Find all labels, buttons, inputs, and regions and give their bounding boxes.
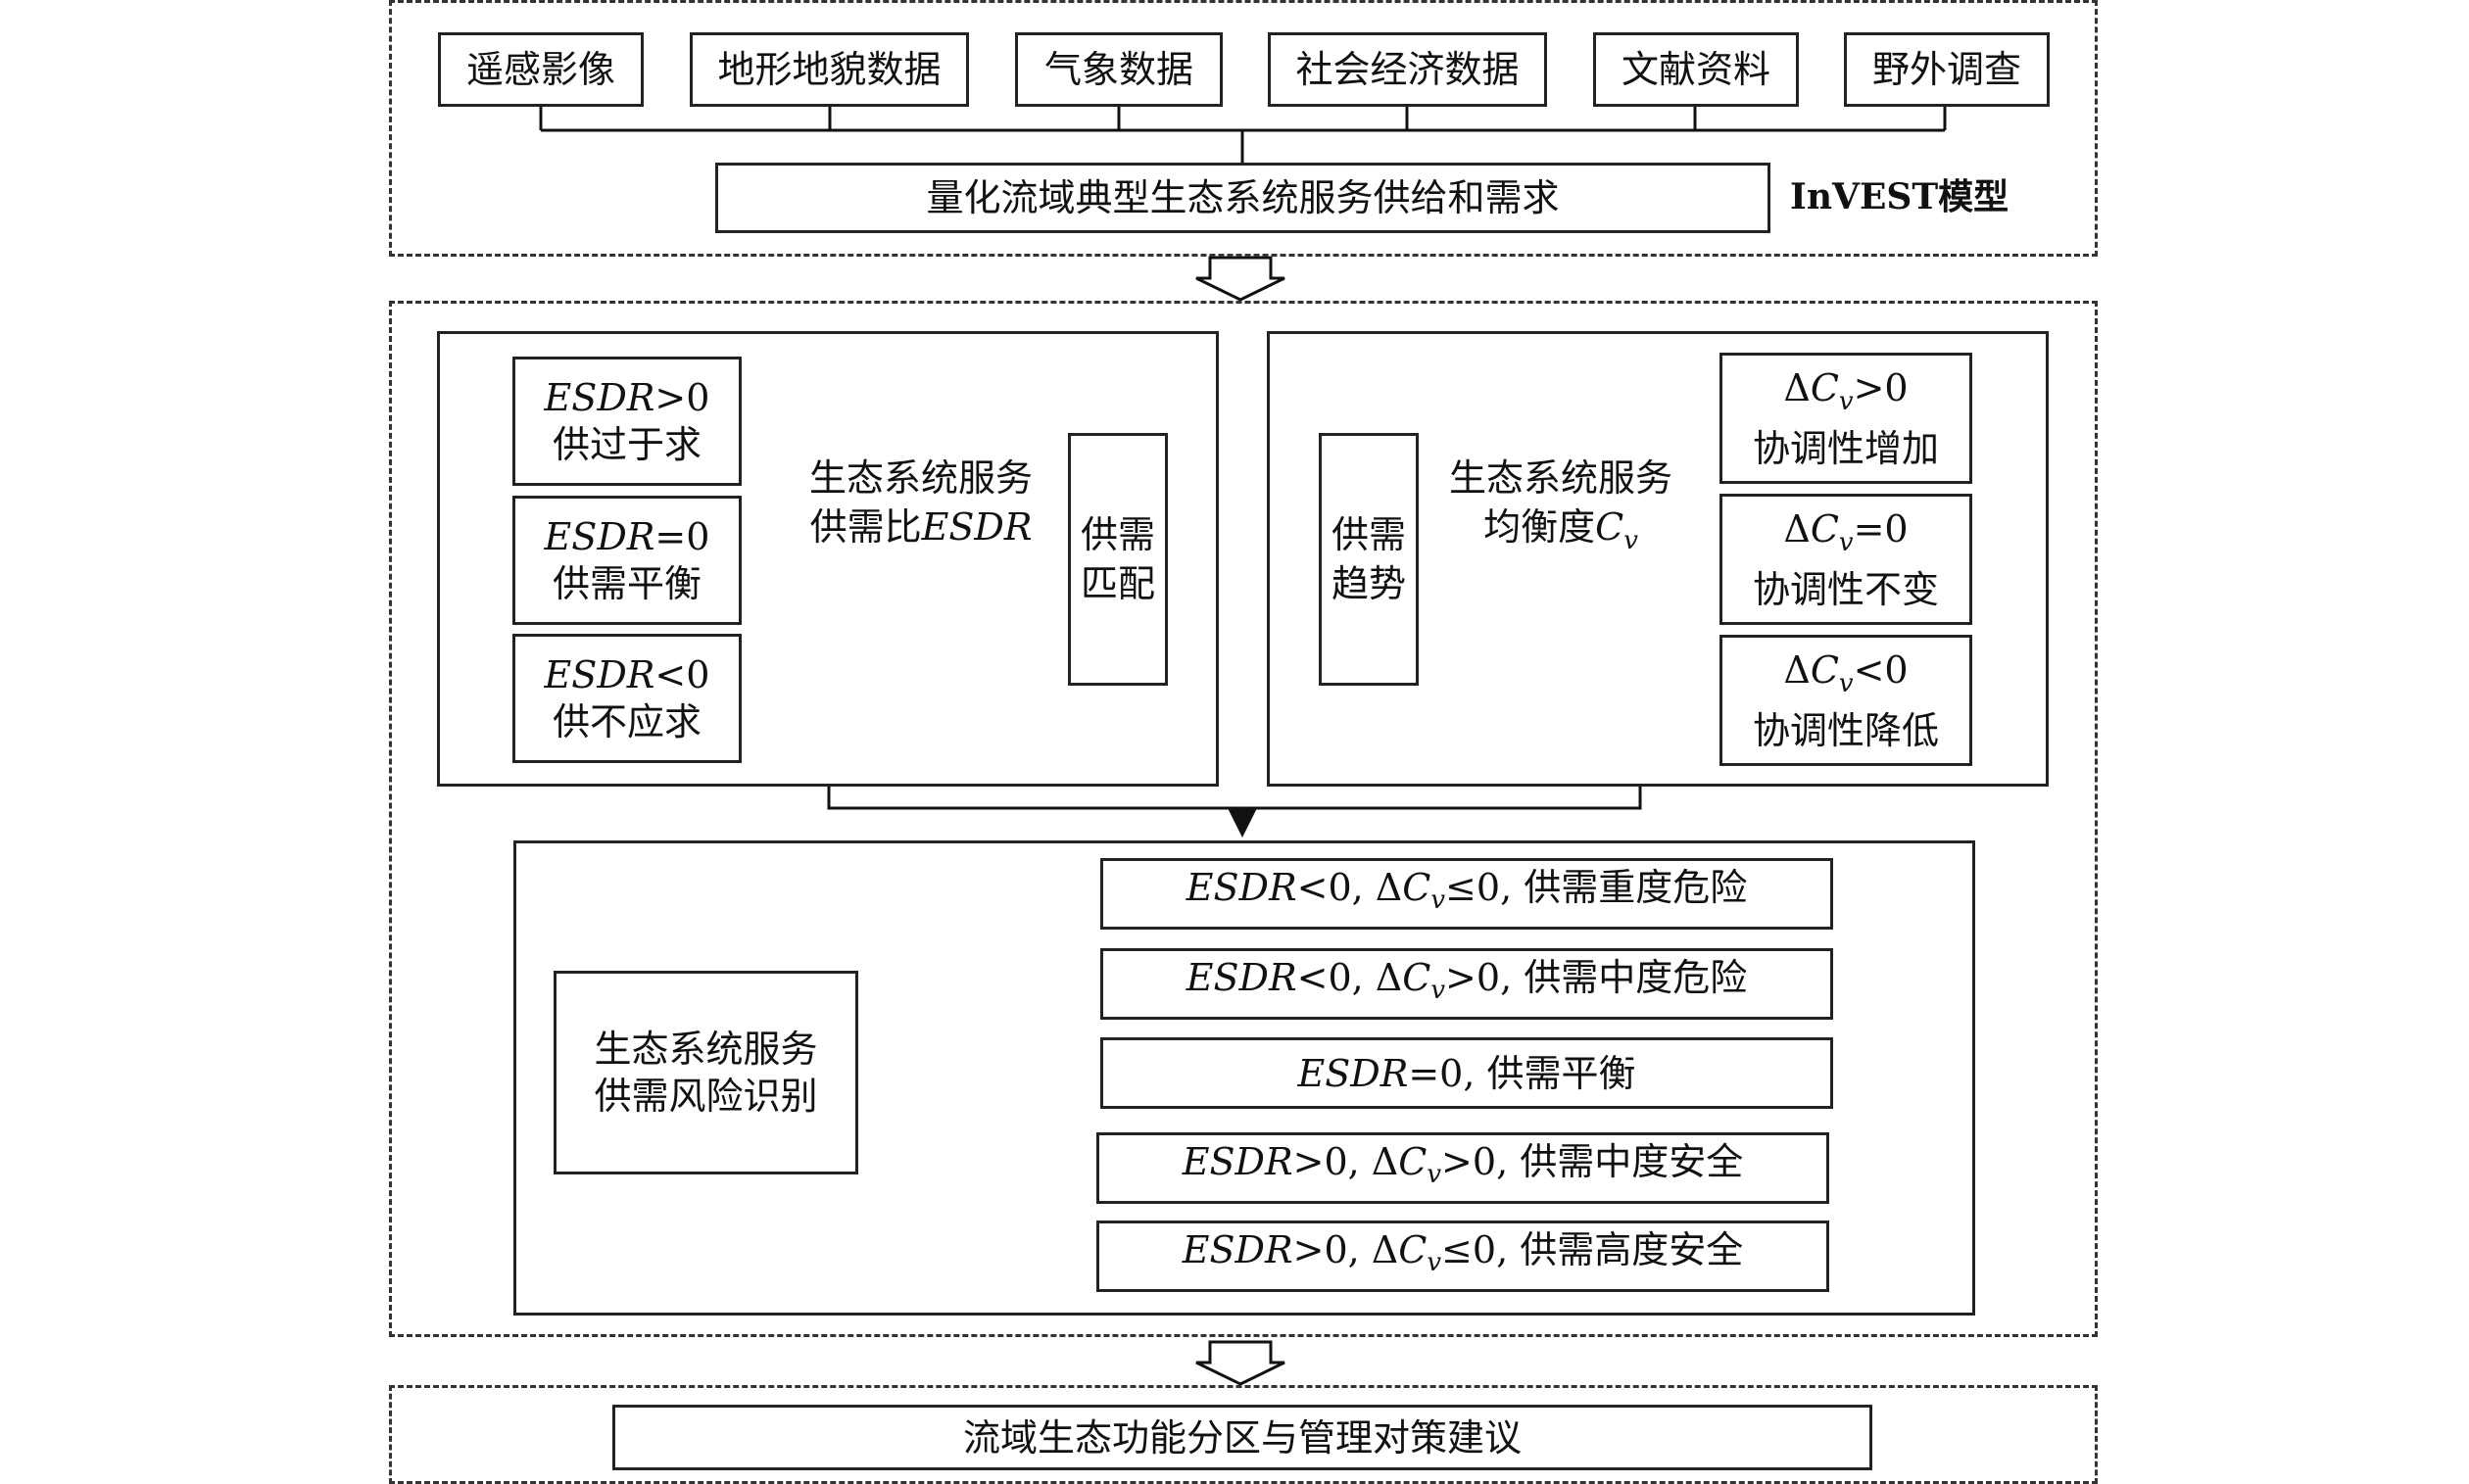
risk-outcome-severe: ESDR<0, ΔCv≤0, 供需重度危险	[1100, 858, 1833, 930]
section-output	[389, 1385, 2098, 1484]
trend-arrow-label: 生态系统服务 均衡度Cv	[1448, 456, 1672, 555]
down-arrow-2	[1195, 1340, 1285, 1386]
input-remote-sensing: 遥感影像	[438, 32, 644, 107]
input-meteorology: 气象数据	[1015, 32, 1223, 107]
match-box: 供需匹配	[1068, 433, 1168, 686]
input-field-survey: 野外调查	[1844, 32, 2050, 107]
quantify-box: 量化流域典型生态系统服务供给和需求	[715, 163, 1770, 233]
risk-source-box: 生态系统服务供需风险识别	[554, 971, 858, 1174]
match-arrow-label: 生态系统服务 供需比ESDR	[808, 456, 1033, 549]
risk-outcome-moderate-danger: ESDR<0, ΔCv>0, 供需中度危险	[1100, 948, 1833, 1020]
risk-outcome-balance: ESDR=0, 供需平衡	[1100, 1037, 1833, 1109]
section-data-input	[389, 0, 2098, 257]
risk-outcome-high-safe: ESDR>0, ΔCv≤0, 供需高度安全	[1096, 1221, 1829, 1292]
down-arrow-1	[1195, 256, 1285, 302]
trend-box: 供需趋势	[1319, 433, 1419, 686]
invest-label: InVEST模型	[1790, 176, 2009, 217]
risk-outcome-moderate-safe: ESDR>0, ΔCv>0, 供需中度安全	[1096, 1132, 1829, 1204]
input-literature: 文献资料	[1593, 32, 1799, 107]
input-terrain: 地形地貌数据	[690, 32, 969, 107]
input-socioeconomic: 社会经济数据	[1268, 32, 1547, 107]
final-box: 流域生态功能分区与管理对策建议	[612, 1405, 1872, 1470]
section-analysis	[389, 301, 2098, 1337]
